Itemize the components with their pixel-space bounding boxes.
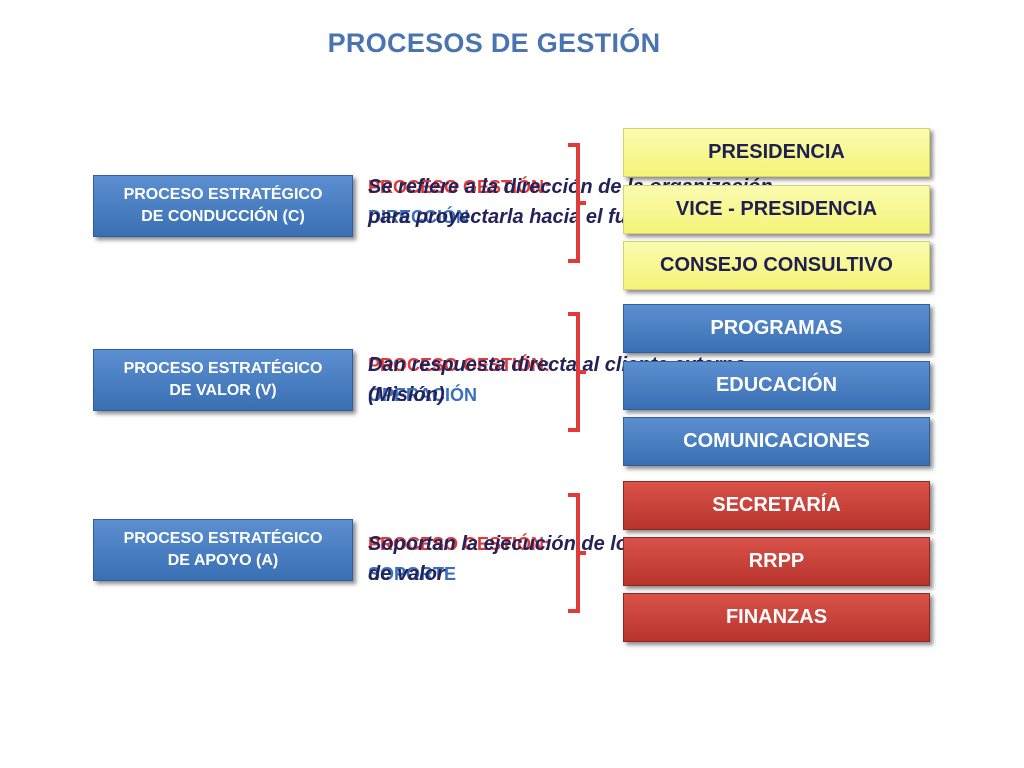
description-line-2: (Misión) <box>368 384 445 406</box>
unit-box-vice-presidencia: VICE - PRESIDENCIA <box>623 185 930 234</box>
process-box-conduccion: PROCESO ESTRATÉGICO DE CONDUCCIÓN (C) <box>93 175 353 237</box>
description-line-2: de valor <box>368 563 445 585</box>
bracket-valor <box>568 312 586 432</box>
process-gestion-label: PROCESO GESTIÓN: DIRECCIÓN <box>368 172 550 232</box>
unit-box-secretaria: SECRETARÍA <box>623 481 930 530</box>
process-box-line-1: PROCESO ESTRATÉGICO <box>123 530 323 547</box>
gestion-label-line-2: DIRECCIÓN <box>368 207 470 227</box>
unit-box-comunicaciones: COMUNICACIONES <box>623 417 930 466</box>
gestion-label-line-1: PROCESO GESTIÓN: <box>368 355 551 375</box>
process-box-line-2: DE CONDUCCIÓN (C) <box>141 208 305 225</box>
unit-box-educacion: EDUCACIÓN <box>623 361 930 410</box>
process-gestion-label: PROCESO GESTIÓN: SOPORTE <box>368 529 550 589</box>
process-box-line-1: PROCESO ESTRATÉGICO <box>123 360 323 377</box>
gestion-label-line-2: OPERACIÓN <box>368 385 478 405</box>
process-gestion-label: PROCESO GESTIÓN: OPERACIÓN <box>368 350 550 410</box>
process-box-line-2: DE APOYO (A) <box>167 552 279 569</box>
process-box-line-1: PROCESO ESTRATÉGICO <box>123 186 323 203</box>
unit-box-programas: PROGRAMAS <box>623 304 930 353</box>
unit-box-consejo-consultivo: CONSEJO CONSULTIVO <box>623 241 930 290</box>
bracket-conduccion <box>568 143 586 263</box>
process-box-valor: PROCESO ESTRATÉGICO DE VALOR (V) <box>93 349 353 411</box>
gestion-label-line-1: PROCESO GESTIÓN: <box>368 177 551 197</box>
gestion-label-line-1: PROCESO GESTIÓN: <box>368 534 551 554</box>
unit-box-presidencia: PRESIDENCIA <box>623 128 930 177</box>
unit-box-rrpp: RRPP <box>623 537 930 586</box>
unit-box-finanzas: FINANZAS <box>623 593 930 642</box>
page-title: PROCESOS DE GESTIÓN <box>327 28 661 58</box>
gestion-label-line-2: SOPORTE <box>368 564 457 584</box>
bracket-apoyo <box>568 493 586 613</box>
process-box-apoyo: PROCESO ESTRATÉGICO DE APOYO (A) <box>93 519 353 581</box>
process-box-line-2: DE VALOR (V) <box>169 382 277 399</box>
